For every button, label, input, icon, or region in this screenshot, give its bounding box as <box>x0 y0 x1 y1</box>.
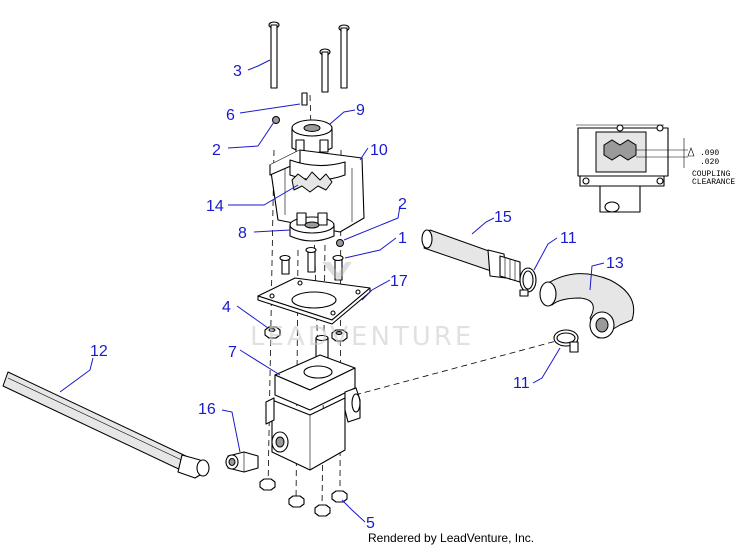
bolt-part-3 <box>268 21 350 93</box>
callout-17: 17 <box>390 273 408 290</box>
hose-part-12 <box>2 371 210 479</box>
callout-7: 7 <box>228 344 237 361</box>
coupling-clearance-inset <box>576 124 695 213</box>
callout-8: 8 <box>238 225 247 242</box>
inset-caption-line2: CLEARANCE <box>692 178 735 187</box>
callout-10: 10 <box>370 142 388 159</box>
key-part-6 <box>301 92 308 106</box>
callout-4: 4 <box>222 299 231 316</box>
callout-9: 9 <box>356 102 365 119</box>
nut-part-4 <box>264 326 348 342</box>
nut-part-5 <box>259 478 348 517</box>
inset-dim-upper: .090 <box>700 149 719 158</box>
set-screw-part-2-lower <box>336 239 344 247</box>
clamp-part-11-lower <box>553 329 579 353</box>
callout-5: 5 <box>366 515 375 532</box>
callout-1: 1 <box>398 230 407 247</box>
callout-2-lower: 2 <box>398 196 407 213</box>
coupling-part-8 <box>289 212 335 242</box>
callout-3: 3 <box>233 63 242 80</box>
inset-dim-lower: .020 <box>700 158 719 167</box>
clamp-part-11-upper <box>519 267 537 297</box>
callout-12: 12 <box>90 343 108 360</box>
elbow-hose-part-13 <box>539 273 635 339</box>
watermark-logo <box>322 262 352 282</box>
footer-credit: Rendered by LeadVenture, Inc. <box>368 531 534 545</box>
callout-11-lower: 11 <box>513 375 530 392</box>
fitting-part-16 <box>225 451 259 473</box>
tube-part-15 <box>421 229 521 283</box>
hydraulic-pump-part-7 <box>265 334 361 471</box>
callout-14: 14 <box>206 198 224 215</box>
callout-13: 13 <box>606 255 624 272</box>
callout-6: 6 <box>226 107 235 124</box>
set-screw-part-2-upper <box>272 116 280 124</box>
callout-leaders <box>59 59 605 523</box>
callout-11-upper: 11 <box>560 230 577 247</box>
adapter-plate-part-17 <box>257 277 371 325</box>
callout-2-upper: 2 <box>212 142 221 159</box>
watermark-text: LEADVENTURE <box>250 322 474 352</box>
bracket-part-10 <box>269 149 365 233</box>
inset-caption-line1: COUPLING <box>692 170 731 179</box>
coupling-part-9 <box>291 119 333 154</box>
callout-16: 16 <box>198 401 216 418</box>
spider-insert-part-14 <box>291 171 333 193</box>
bolt-part-1 <box>279 246 344 281</box>
callout-15: 15 <box>494 209 512 226</box>
